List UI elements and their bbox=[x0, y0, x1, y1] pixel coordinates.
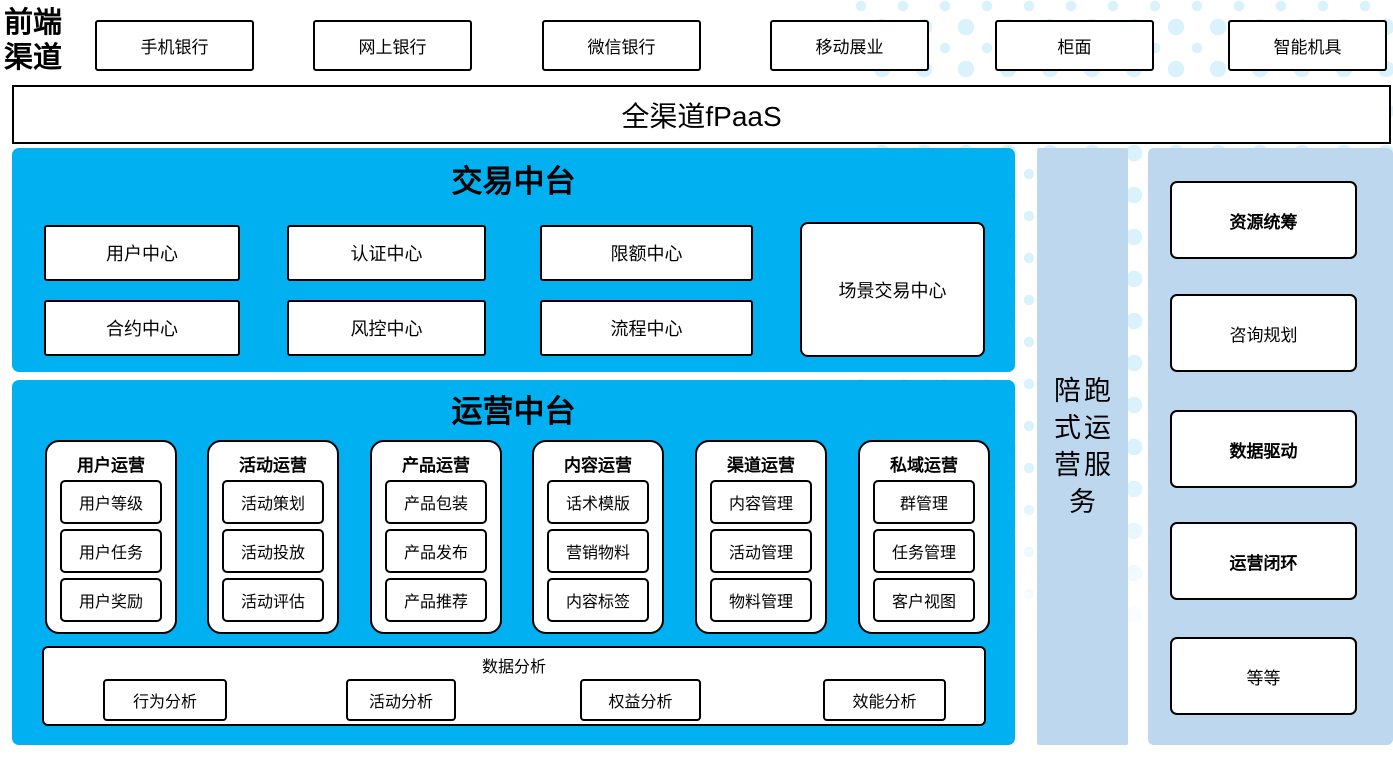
channel-box-mobile-banking: 手机银行 bbox=[95, 20, 254, 71]
box-user-center: 用户中心 bbox=[44, 225, 240, 281]
box-auth-center: 认证中心 bbox=[287, 225, 486, 281]
trading-platform-title: 交易中台 bbox=[451, 164, 576, 200]
group-title: 私域运营 bbox=[890, 456, 958, 475]
group-title: 产品运营 bbox=[402, 456, 470, 475]
analysis-item-benefit: 权益分析 bbox=[580, 679, 701, 721]
companion-operations-service-bar: 陪跑 式运 营服 务 bbox=[1037, 148, 1128, 745]
group-card-channel-operations: 渠道运营 内容管理 活动管理 物料管理 bbox=[695, 440, 827, 634]
operations-platform-panel: 运营中台 用户运营 用户等级 用户任务 用户奖励 活动运营 活动策划 活动投放 … bbox=[12, 380, 1015, 745]
group-item: 物料管理 bbox=[710, 578, 812, 622]
box-risk-center: 风控中心 bbox=[287, 300, 486, 356]
group-item: 营销物料 bbox=[547, 529, 649, 573]
analysis-item-behavior: 行为分析 bbox=[103, 679, 227, 721]
service-items-panel: 资源统筹 咨询规划 数据驱动 运营闭环 等等 bbox=[1148, 148, 1393, 745]
trading-platform-panel: 交易中台 用户中心 认证中心 限额中心 合约中心 风控中心 流程中心 场景交易中… bbox=[12, 148, 1015, 372]
channel-box-smart-devices: 智能机具 bbox=[1228, 20, 1387, 71]
group-item: 活动管理 bbox=[710, 529, 812, 573]
group-item: 产品发布 bbox=[385, 529, 487, 573]
group-card-private-domain-operations: 私域运营 群管理 任务管理 客户视图 bbox=[858, 440, 990, 634]
operations-platform-title: 运营中台 bbox=[451, 394, 576, 430]
service-box-consulting-planning: 咨询规划 bbox=[1170, 294, 1357, 372]
analysis-item-activity: 活动分析 bbox=[346, 679, 456, 721]
group-title: 活动运营 bbox=[239, 456, 307, 475]
group-item: 产品包装 bbox=[385, 480, 487, 524]
box-scenario-trading-center: 场景交易中心 bbox=[800, 222, 985, 357]
group-card-user-operations: 用户运营 用户等级 用户任务 用户奖励 bbox=[45, 440, 177, 634]
group-title: 渠道运营 bbox=[727, 456, 795, 475]
companion-bar-line: 陪跑 bbox=[1054, 375, 1114, 406]
group-card-product-operations: 产品运营 产品包装 产品发布 产品推荐 bbox=[370, 440, 502, 634]
front-channels-label-line1: 前端 bbox=[4, 5, 63, 39]
group-item: 活动策划 bbox=[222, 480, 324, 524]
channel-box-counter: 柜面 bbox=[995, 20, 1154, 71]
group-card-content-operations: 内容运营 话术模版 营销物料 内容标签 bbox=[532, 440, 664, 634]
group-item: 客户视图 bbox=[873, 578, 975, 622]
group-item: 活动投放 bbox=[222, 529, 324, 573]
front-channels-label: 前端 渠道 bbox=[4, 5, 70, 75]
group-item: 群管理 bbox=[873, 480, 975, 524]
companion-bar-line: 营服 bbox=[1054, 449, 1114, 480]
group-title: 用户运营 bbox=[77, 456, 145, 475]
front-channels-label-line2: 渠道 bbox=[4, 40, 63, 74]
service-box-operations-loop: 运营闭环 bbox=[1170, 522, 1357, 600]
channel-box-mobile-sales: 移动展业 bbox=[770, 20, 929, 71]
analysis-item-efficiency: 效能分析 bbox=[823, 679, 946, 721]
group-title: 内容运营 bbox=[564, 456, 632, 475]
companion-bar-line: 式运 bbox=[1054, 412, 1114, 443]
group-item: 内容标签 bbox=[547, 578, 649, 622]
group-item: 任务管理 bbox=[873, 529, 975, 573]
group-item: 用户任务 bbox=[60, 529, 162, 573]
box-limit-center: 限额中心 bbox=[540, 225, 753, 281]
channel-box-wechat-banking: 微信银行 bbox=[542, 20, 701, 71]
group-item: 用户等级 bbox=[60, 480, 162, 524]
group-item: 活动评估 bbox=[222, 578, 324, 622]
omnichannel-fpaas-bar: 全渠道fPaaS bbox=[12, 85, 1391, 144]
service-box-data-driven: 数据驱动 bbox=[1170, 410, 1357, 488]
box-contract-center: 合约中心 bbox=[44, 300, 240, 356]
service-box-etc: 等等 bbox=[1170, 637, 1357, 715]
group-item: 话术模版 bbox=[547, 480, 649, 524]
group-item: 用户奖励 bbox=[60, 578, 162, 622]
data-analysis-title: 数据分析 bbox=[481, 659, 546, 676]
service-box-resource-coordination: 资源统筹 bbox=[1170, 181, 1357, 259]
companion-bar-line: 务 bbox=[1069, 486, 1099, 517]
box-process-center: 流程中心 bbox=[540, 300, 753, 356]
channel-box-online-banking: 网上银行 bbox=[313, 20, 472, 71]
group-item: 产品推荐 bbox=[385, 578, 487, 622]
data-analysis-strip: 数据分析 行为分析 活动分析 权益分析 效能分析 bbox=[42, 646, 986, 726]
group-card-activity-operations: 活动运营 活动策划 活动投放 活动评估 bbox=[207, 440, 339, 634]
group-item: 内容管理 bbox=[710, 480, 812, 524]
